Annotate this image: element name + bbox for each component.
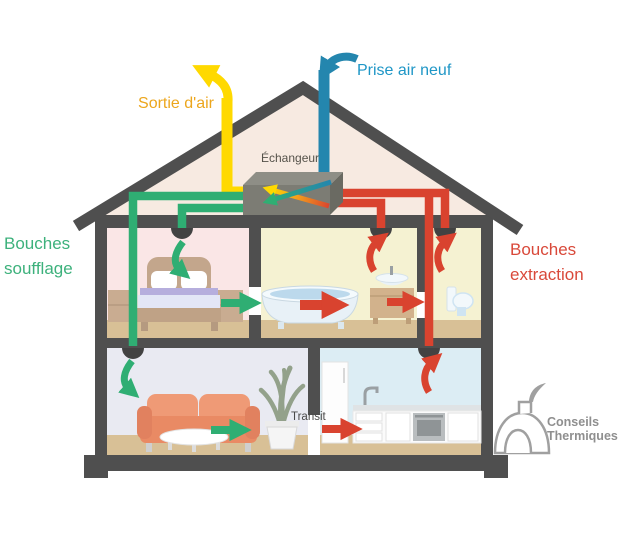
supply-duct-living-room [128, 191, 245, 346]
logo-text: Conseils Thermiques [547, 415, 618, 443]
kitchen-counter [352, 386, 482, 444]
supply-vent-bedroom [171, 228, 193, 239]
heat-exchanger-unit [243, 172, 343, 215]
toilet [446, 286, 474, 316]
supply-vent-living-room [122, 348, 144, 359]
fresh-air-arrow [318, 52, 359, 81]
extraction-vents-label-line1: Bouches [510, 240, 577, 259]
exchanger-intake-arrow [262, 179, 332, 206]
supply-vents-label: Bouches soufflage [4, 231, 73, 281]
logo-text-line1: Conseils [547, 415, 600, 429]
extraction-vents-label-line2: extraction [510, 265, 584, 284]
roof [72, 80, 524, 236]
supply-vents-label-line1: Bouches [4, 234, 71, 253]
exchanger-label: Échangeur [261, 151, 320, 165]
supply-arrow-living-room [118, 358, 140, 399]
supply-vents-label-line2: soufflage [4, 259, 73, 278]
transit-label: Transit [291, 411, 326, 423]
extraction-arrow-kitchen-up [421, 352, 443, 394]
fresh-air-intake-label: Prise air neuf [357, 62, 452, 79]
exchanger-exhaust-arrow [262, 184, 330, 209]
extraction-arrow-wc-up [434, 232, 457, 273]
exhaust-air-arrow [192, 65, 233, 103]
airflow-arrows [118, 52, 457, 442]
attic [95, 90, 493, 215]
logo-igloo-icon [493, 383, 551, 455]
supply-duct-bedroom [177, 203, 245, 230]
extraction-duct-wc [328, 188, 450, 230]
oven [413, 413, 445, 441]
logo-text-line2: Thermiques [547, 429, 618, 443]
potted-plant [258, 365, 306, 450]
supply-arrow-bedroom [169, 239, 191, 280]
extraction-duct-bathroom [328, 198, 386, 230]
air-outlet-label: Sortie d'air [138, 95, 214, 112]
extraction-arrow-bathroom-up [366, 232, 389, 273]
wc [429, 228, 481, 338]
extraction-vents-label: Bouches extraction [510, 237, 584, 287]
house-structure [84, 215, 508, 478]
